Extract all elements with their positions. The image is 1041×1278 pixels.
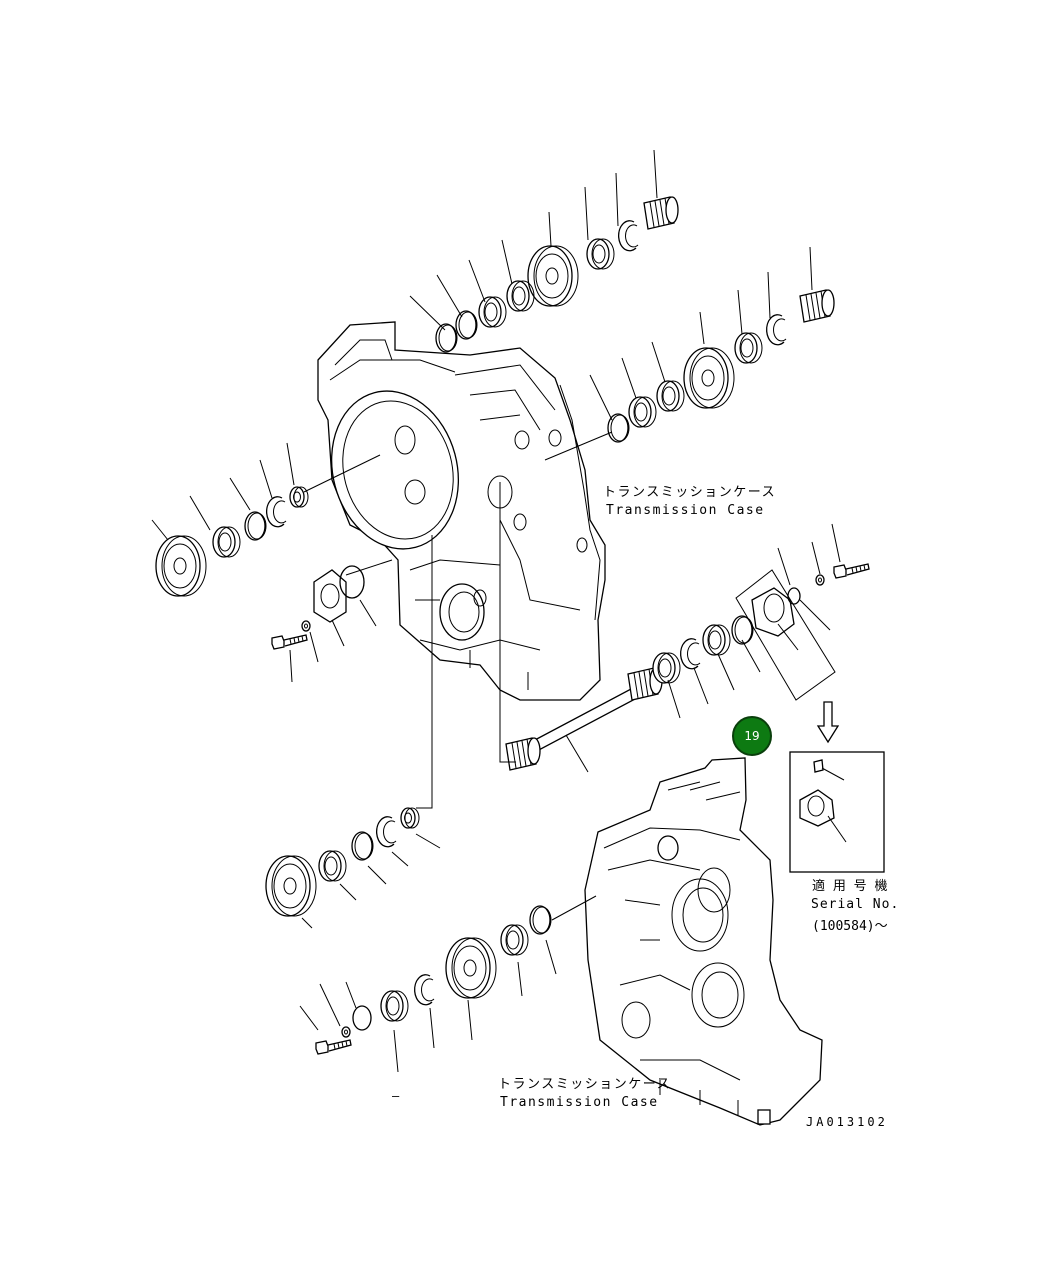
drawing-code: JA013102 xyxy=(806,1115,888,1129)
lower-case-label-en: Transmission Case xyxy=(500,1095,659,1110)
lower-bottom-parts-row xyxy=(299,895,597,1073)
lower-left-parts-row xyxy=(265,807,441,929)
stray-dash: – xyxy=(392,1089,400,1103)
upper-transmission-case xyxy=(317,321,606,701)
upper-top-parts-row xyxy=(409,149,679,353)
serial-label-jp: 適 用 号 機 xyxy=(812,878,887,894)
shaft-and-right-parts xyxy=(416,482,870,809)
upper-left-parts-row xyxy=(151,442,381,597)
lower-case-label-jp: トランスミッションケース xyxy=(498,1077,671,1092)
upper-cover-assembly xyxy=(271,559,393,683)
detail-arrow xyxy=(816,701,840,744)
upper-case-label-en: Transmission Case xyxy=(606,503,765,518)
upper-case-label-jp: トランスミッションケース xyxy=(603,485,776,500)
serial-detail-box xyxy=(789,751,885,873)
lower-transmission-case xyxy=(584,757,823,1126)
serial-number-range: (100584)～ xyxy=(812,919,888,934)
upper-middle-parts-row xyxy=(544,246,835,461)
callout-badge-19[interactable]: 19 xyxy=(732,716,772,756)
serial-label-en: Serial No. xyxy=(811,897,899,912)
